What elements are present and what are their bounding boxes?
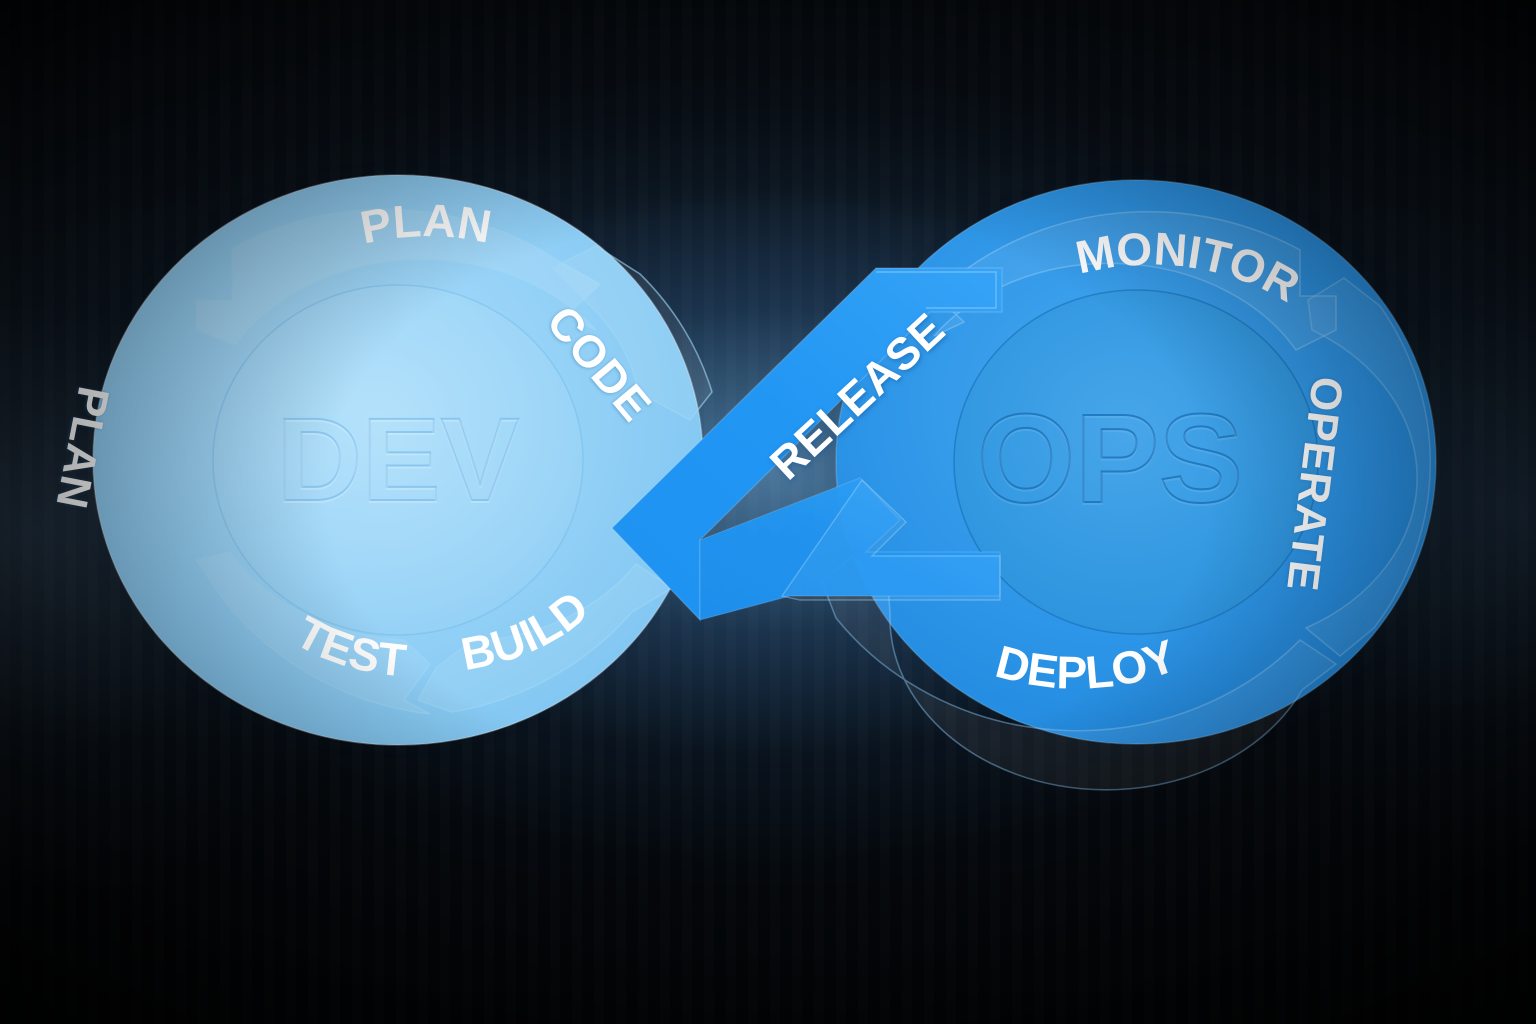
dev-ghost-label-highlight: DEV: [277, 396, 520, 528]
dev-loop: DEV DEV: [92, 174, 713, 746]
ops-ghost-label-highlight: OPS: [977, 390, 1243, 531]
